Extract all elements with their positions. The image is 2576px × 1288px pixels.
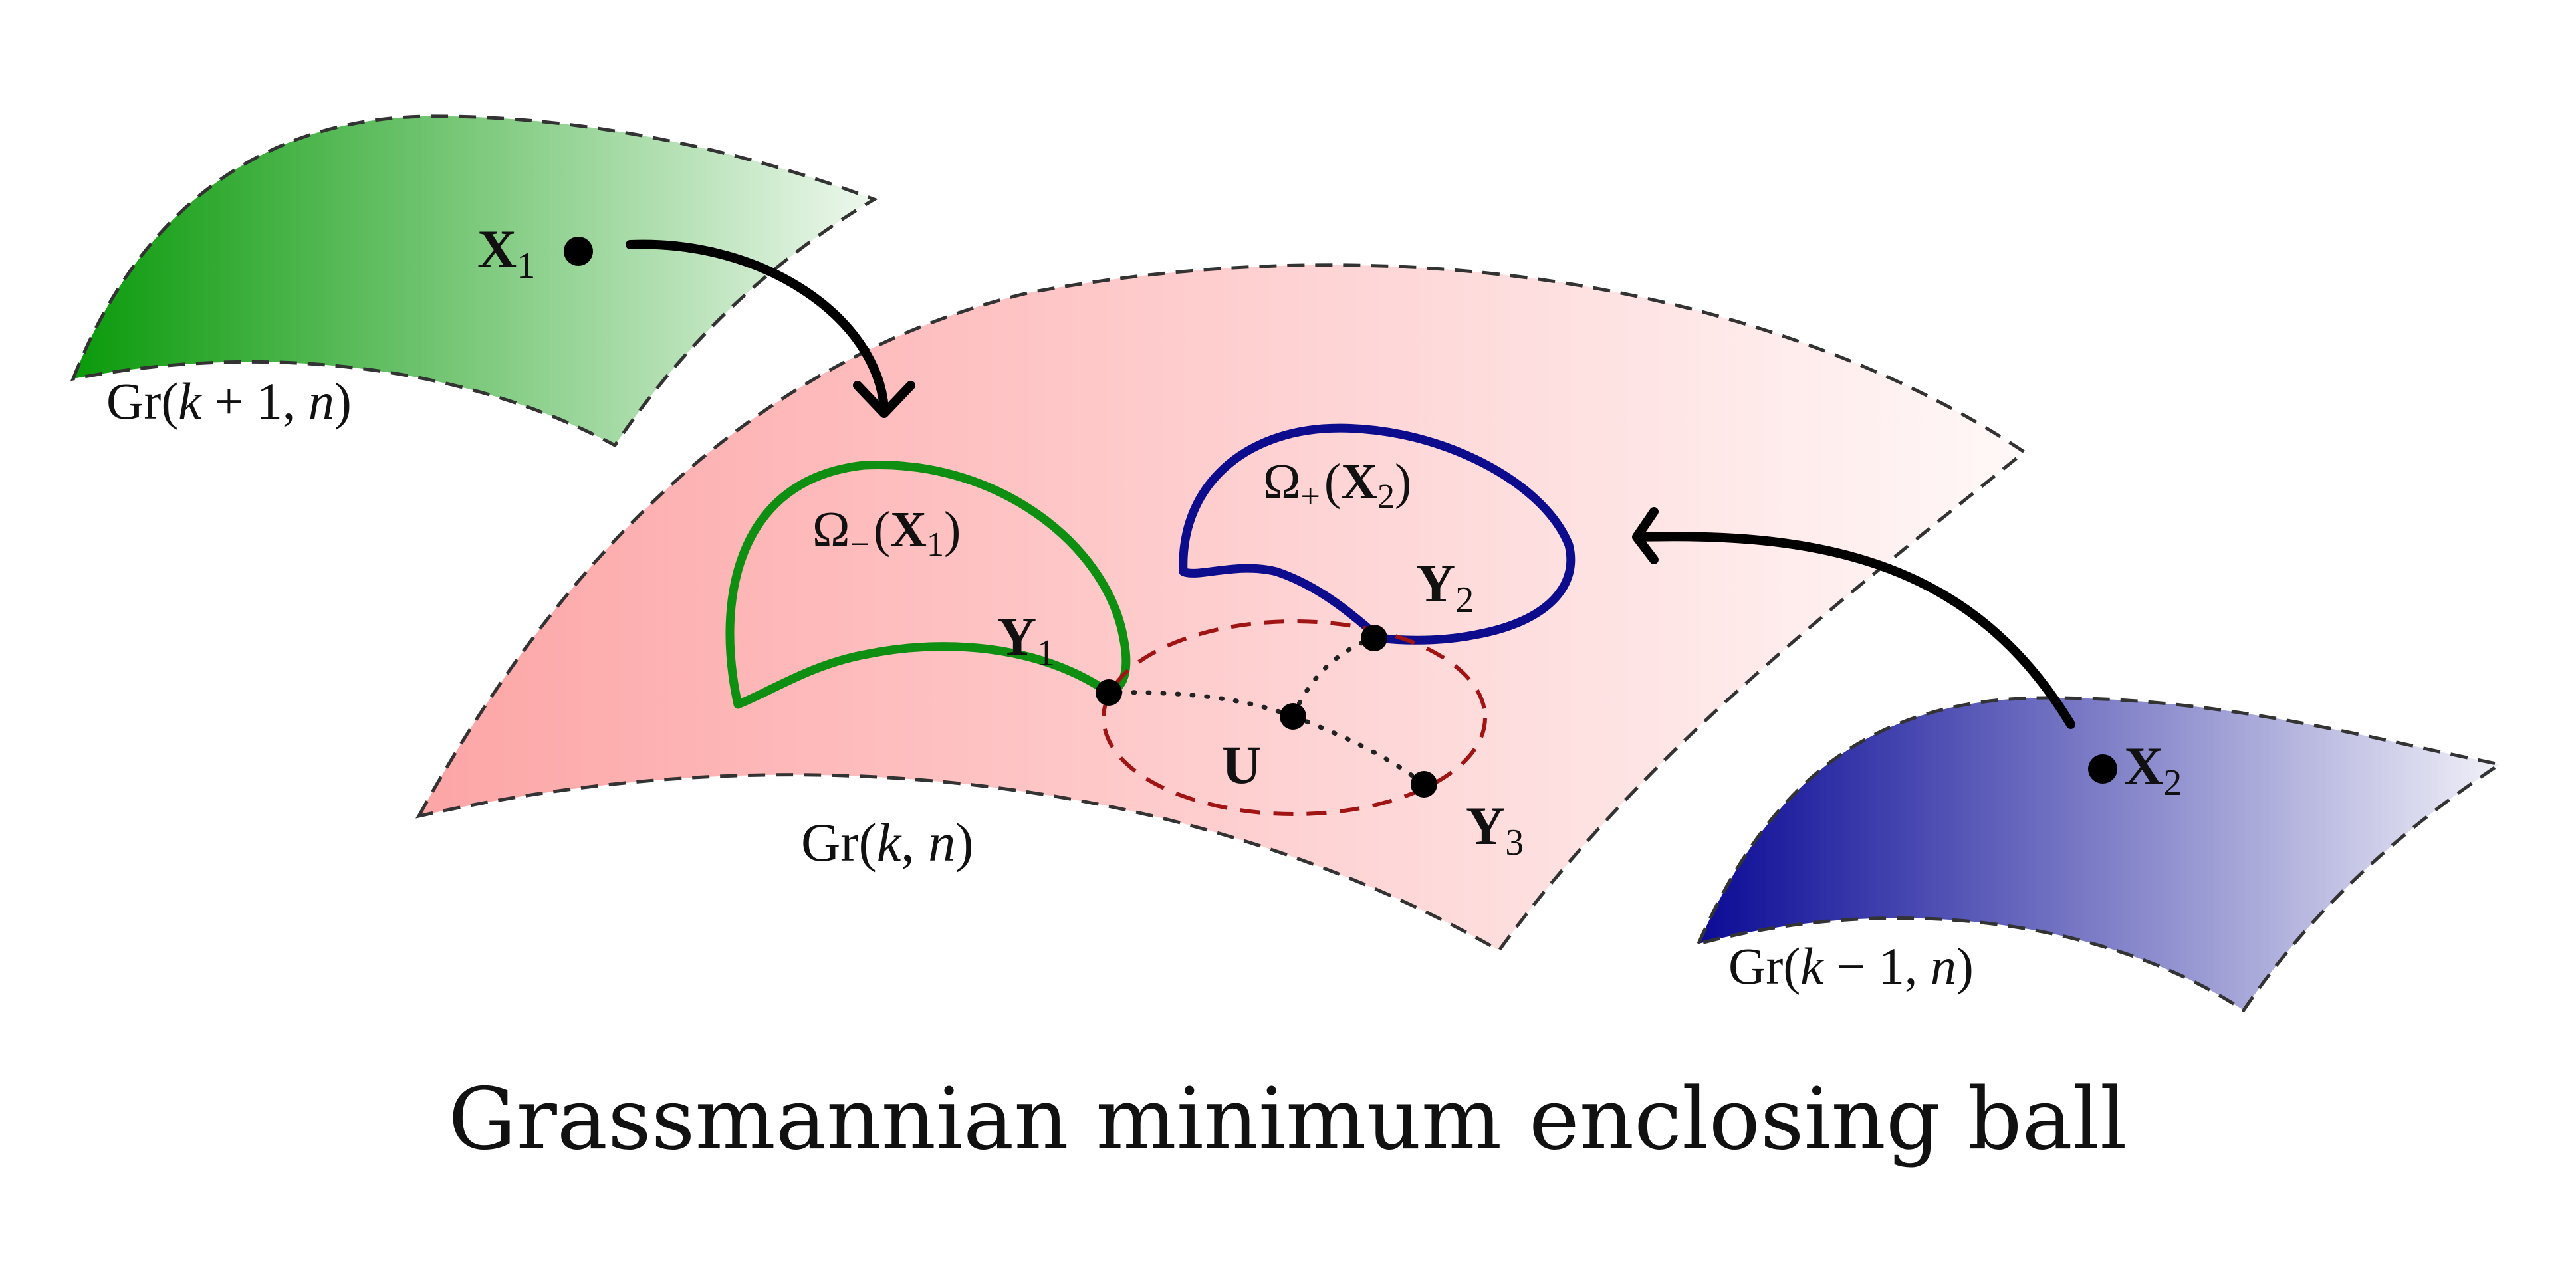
region-omega-minus: Ω−(X1)	[725, 460, 1131, 709]
geodesic-u-y3	[1290, 714, 1427, 787]
sheet-surface-green	[70, 114, 878, 448]
label-y3: Y3	[1466, 796, 1524, 863]
omega-plus-boundary	[1179, 423, 1576, 645]
label-y2: Y2	[1416, 553, 1474, 621]
label-x2: X2	[2124, 736, 2182, 804]
point-y1	[1096, 679, 1122, 706]
region-omega-plus: Ω+(X2)	[1179, 423, 1576, 645]
sheet-surface-blue	[1695, 696, 2504, 1013]
point-x1	[564, 237, 593, 266]
label-x1: X1	[477, 219, 535, 286]
enclosing-ball	[1102, 619, 1487, 816]
geodesics	[1106, 635, 1427, 787]
arrow-x2-shaft	[1634, 532, 2075, 729]
sheet-label-upper: Gr(k + 1, n)	[106, 372, 352, 430]
label-y1: Y1	[997, 606, 1055, 674]
geodesic-u-y1	[1106, 690, 1296, 719]
curved-arrow-icon	[626, 239, 915, 418]
point-x2	[2088, 754, 2117, 784]
sheet-surface-red	[415, 263, 2028, 953]
sheet-gr-k-minus-1: Gr(k − 1, n)	[1695, 696, 2504, 1013]
omega-minus-boundary	[725, 460, 1131, 709]
point-y3	[1411, 771, 1437, 798]
points-middle	[1096, 625, 1437, 798]
sheet-gr-k: Gr(k, n)	[415, 263, 2028, 953]
point-u	[1280, 703, 1306, 730]
point-y2	[1361, 625, 1387, 651]
omega-plus-label: Ω+(X2)	[1263, 454, 1411, 516]
label-u: U	[1222, 734, 1261, 795]
sheet-gr-k-plus-1: Gr(k + 1, n)	[70, 114, 878, 448]
arrow-x1-head	[853, 381, 915, 418]
curved-arrow-icon	[1632, 507, 2075, 729]
geodesic-u-y2	[1290, 635, 1377, 719]
figure-caption: Grassmannian minimum enclosing ball	[448, 1070, 2127, 1169]
arrow-x1-shaft	[626, 239, 889, 413]
sheet-label-lower: Gr(k − 1, n)	[1728, 937, 1974, 995]
omega-minus-label: Ω−(X1)	[812, 502, 961, 564]
sheet-label-middle: Gr(k, n)	[801, 812, 974, 873]
arrow-x2-head	[1632, 507, 1659, 564]
